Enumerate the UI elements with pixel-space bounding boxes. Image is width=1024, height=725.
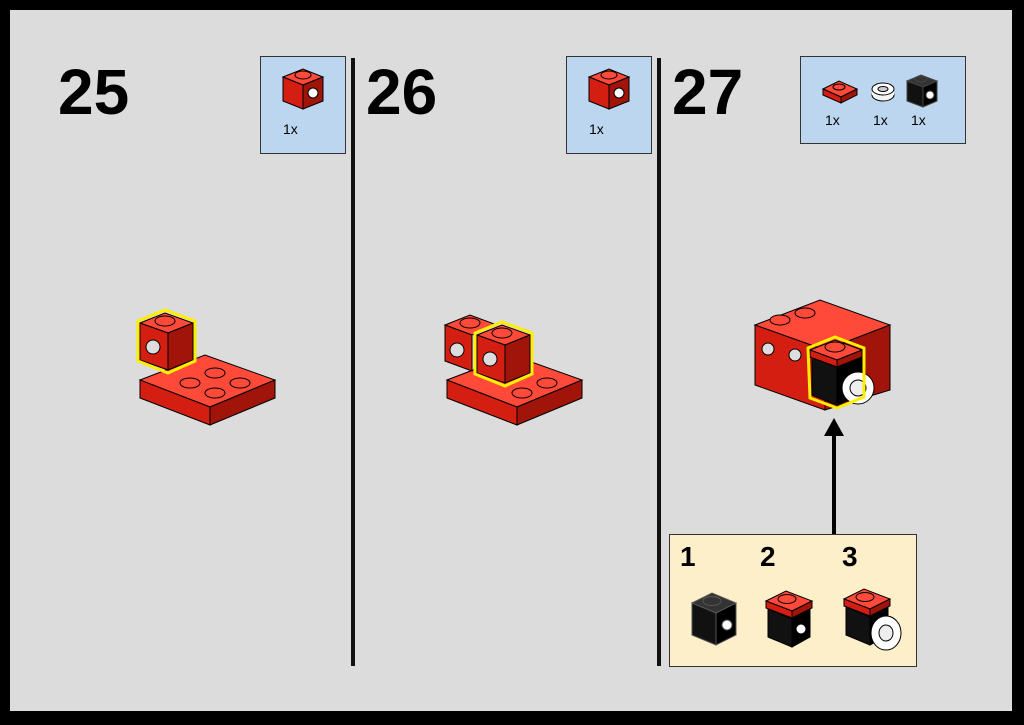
- step-divider: [351, 58, 355, 666]
- part-qty: 1x: [589, 121, 604, 137]
- step-divider: [657, 58, 661, 666]
- model-step-27: [753, 299, 892, 411]
- substep-2-plate-on-brick: [764, 590, 814, 648]
- substep-number-2: 2: [760, 541, 776, 572]
- white-wheel-icon: [871, 82, 895, 102]
- step-number-27: 27: [672, 56, 744, 128]
- red-brick-1x1-icon: [281, 68, 325, 110]
- part-qty-plate: 1x: [825, 112, 840, 128]
- substep-3-with-wheel: [842, 588, 902, 651]
- model-step-25: [136, 308, 277, 426]
- part-qty-black-brick: 1x: [911, 112, 926, 128]
- parts-list-step-25: 1x: [260, 56, 346, 154]
- substep-1-black-brick: [690, 592, 738, 646]
- red-plate-icon: [821, 80, 859, 104]
- model-step-26: [443, 314, 584, 426]
- substeps-box: 1 2 3: [669, 534, 917, 667]
- substep-number-3: 3: [842, 541, 858, 572]
- step-number-26: 26: [366, 56, 438, 128]
- step-number-25: 25: [58, 56, 130, 128]
- part-qty: 1x: [283, 121, 298, 137]
- red-brick-1x1-icon: [587, 68, 631, 110]
- up-arrow-icon: [824, 418, 844, 538]
- parts-list-step-27: 1x 1x 1x: [800, 56, 966, 144]
- part-qty-wheel: 1x: [873, 112, 888, 128]
- instruction-page: 25 1x: [10, 10, 1012, 711]
- black-brick-icon: [905, 74, 939, 108]
- parts-icons: [821, 74, 939, 108]
- parts-list-step-26: 1x: [566, 56, 652, 154]
- substep-number-1: 1: [680, 541, 696, 572]
